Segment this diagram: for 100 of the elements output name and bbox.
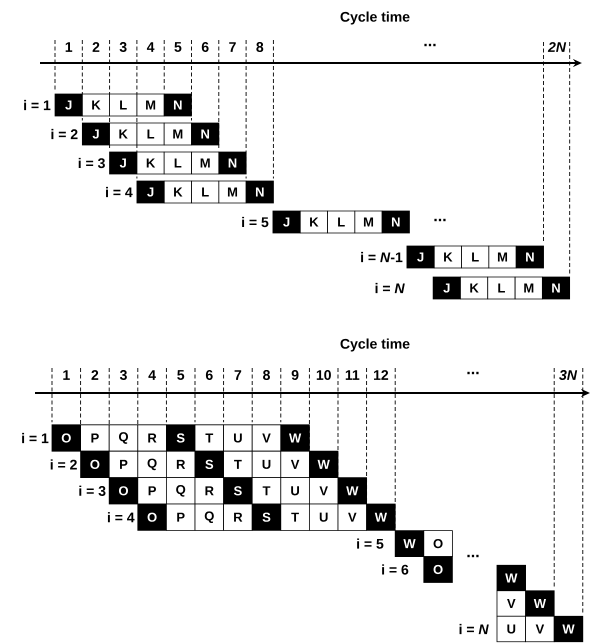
cycle-number: 2N (548, 42, 566, 52)
ellipsis: ... (424, 44, 436, 46)
filled-stage-cell: S (166, 424, 196, 452)
row-label: i = 5 (357, 538, 384, 549)
stage-cell: U (309, 504, 338, 531)
filled-stage-cell: N (382, 210, 410, 234)
filled-stage-cell: W (309, 450, 338, 478)
stage-cell: K (164, 180, 192, 204)
row-label: i = 3 (78, 158, 105, 168)
stage-cell: Q (108, 424, 138, 452)
stage-cell: R (166, 450, 196, 478)
filled-stage-cell: N (246, 180, 274, 204)
row-label: i = 1 (22, 432, 48, 444)
stage-cell: K (434, 246, 462, 268)
row-label: i = 4 (106, 186, 133, 198)
filled-stage-cell: O (108, 477, 138, 504)
filled-stage-cell: N (164, 94, 192, 116)
ellipsis: ... (434, 218, 446, 222)
row-label: i = 4 (108, 512, 135, 522)
cycle-number: 1 (63, 370, 70, 380)
row-label: i = 5 (242, 216, 268, 228)
filled-stage-cell: W (280, 424, 310, 452)
row-label: i = 6 (382, 564, 408, 575)
filled-stage-cell: J (109, 152, 138, 174)
row-label: i = 2 (51, 128, 78, 140)
stage-cell: P (108, 450, 138, 478)
filled-stage-cell: O (423, 556, 453, 583)
cycle-number: 5 (177, 370, 184, 380)
filled-stage-cell: W (338, 477, 367, 504)
cycle-number: 3 (120, 42, 127, 52)
filled-stage-cell: S (194, 450, 224, 478)
stage-cell: M (514, 276, 543, 300)
cycle-number: 12 (374, 370, 388, 380)
stage-cell: M (164, 122, 192, 146)
stage-cell: T (280, 504, 310, 531)
filled-stage-cell: J (54, 94, 83, 116)
stage-cell: T (252, 477, 282, 504)
ellipsis: ... (467, 554, 479, 558)
cycle-number: 7 (229, 42, 236, 52)
cycle-number: 7 (234, 370, 242, 380)
filled-stage-cell: J (136, 180, 165, 204)
filled-stage-cell: N (542, 276, 570, 300)
stage-cell: L (461, 246, 490, 268)
stage-cell: L (164, 152, 192, 174)
filled-stage-cell: J (406, 246, 435, 268)
stage-cell: K (109, 122, 138, 146)
stage-cell: V (338, 504, 367, 531)
filled-stage-cell: S (252, 504, 282, 531)
stage-cell: Q (194, 504, 224, 531)
filled-stage-cell: O (52, 424, 81, 452)
cycle-number: 11 (346, 370, 360, 380)
stage-cell: L (327, 210, 356, 234)
cycle-number: 2 (92, 42, 100, 52)
axis-title: Cycle time (340, 11, 410, 25)
stage-cell: P (137, 477, 167, 504)
stage-cell: U (280, 477, 310, 504)
row-label: i = 1 (24, 100, 50, 110)
cycle-number: 10 (316, 370, 331, 380)
cycle-number: 3 (120, 370, 127, 380)
stage-cell: R (137, 424, 167, 452)
stage-cell: V (525, 616, 555, 642)
row-label: i = N (460, 624, 489, 634)
filled-stage-cell: J (272, 210, 301, 234)
cycle-number: 4 (148, 370, 156, 380)
stage-cell: L (487, 276, 516, 300)
cycle-number: 1 (66, 42, 72, 52)
cycle-number: 9 (292, 370, 298, 380)
stage-cell: O (423, 530, 453, 557)
filled-stage-cell: N (218, 152, 247, 174)
filled-stage-cell: S (223, 477, 253, 504)
row-label: i = 2 (50, 459, 77, 470)
filled-stage-cell: W (525, 590, 555, 617)
stage-cell: U (223, 424, 253, 452)
axis-title: Cycle time (340, 338, 410, 352)
filled-stage-cell: N (191, 122, 220, 146)
stage-cell: V (496, 590, 526, 617)
stage-cell: L (191, 180, 220, 204)
filled-stage-cell: J (432, 276, 461, 300)
stage-cell: V (309, 477, 338, 504)
cycle-number: 8 (256, 42, 264, 52)
stage-cell: K (460, 276, 488, 300)
filled-stage-cell: O (137, 504, 167, 531)
stage-cell: R (223, 504, 253, 531)
stage-cell: U (496, 616, 526, 642)
stage-cell: V (280, 450, 310, 478)
row-label: i = N-1 (361, 252, 402, 262)
filled-stage-cell: W (394, 530, 424, 557)
stage-cell: T (194, 424, 224, 452)
stage-cell: K (136, 152, 165, 174)
stage-cell: Q (137, 450, 167, 478)
stage-cell: T (223, 450, 253, 478)
cycle-number: 6 (206, 370, 213, 380)
stage-cell: M (218, 180, 247, 204)
filled-stage-cell: N (516, 246, 544, 268)
stage-cell: U (252, 450, 282, 478)
row-label: i = N (376, 282, 405, 294)
stage-cell: P (166, 504, 196, 531)
cycle-number: 2 (92, 370, 98, 380)
stage-cell: M (136, 94, 165, 116)
stage-cell: M (191, 152, 220, 174)
